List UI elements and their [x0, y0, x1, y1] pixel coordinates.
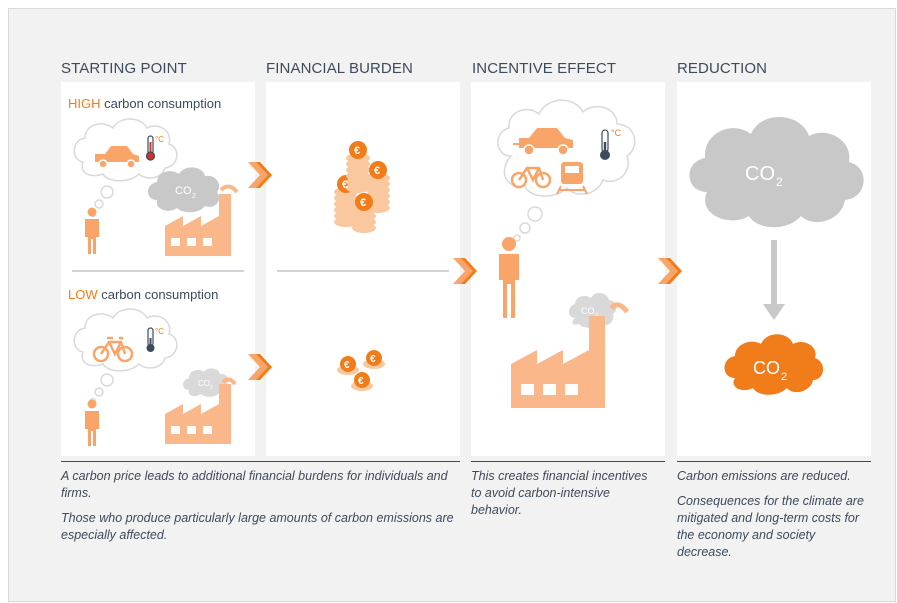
low-prefix: LOW	[68, 287, 98, 302]
co2-sub-orange: 2	[781, 371, 787, 383]
train-icon	[556, 162, 588, 195]
high-rest: carbon consumption	[100, 96, 222, 111]
factory-icon-low	[165, 384, 231, 444]
smoke-icon	[219, 184, 239, 194]
chevron-arrow-icon-high	[248, 162, 272, 188]
euro-glyph-7: €	[358, 376, 364, 387]
description-burden-2: Those who produce particularly large amo…	[61, 511, 454, 542]
reduction-illustration: CO 2 CO 2	[689, 116, 864, 395]
coin-stack-icon-low: € € €	[337, 350, 385, 391]
cloud-icon-orange: CO 2	[724, 334, 824, 395]
high-illustration: °C CO 2	[73, 118, 239, 256]
bicycle-icon-incentive	[510, 166, 552, 189]
thermometer-icon-low: °C	[146, 327, 164, 352]
description-incentive: This creates financial incentives to avo…	[471, 468, 661, 527]
co2-label-small: CO	[198, 379, 210, 388]
cloud-icon: CO 2	[148, 167, 220, 213]
description-incentive-1: This creates financial incentives to avo…	[471, 469, 648, 517]
header-financial-burden: FINANCIAL BURDEN	[266, 60, 413, 77]
euro-glyph-3: €	[374, 165, 380, 177]
co2-label-large: CO	[745, 163, 775, 185]
co2-subscript: 2	[192, 193, 196, 200]
factory-icon	[165, 194, 231, 256]
low-illustration: °C CO 2	[73, 308, 237, 446]
celsius-label-incentive: °C	[611, 128, 622, 138]
smoke-icon-incentive	[609, 302, 630, 314]
divider-burden	[277, 270, 449, 272]
car-icon-incentive	[513, 128, 573, 156]
thermometer-icon: °C	[145, 135, 164, 161]
thermometer-icon-incentive: °C	[600, 128, 622, 160]
baseline-starting-burden	[61, 461, 460, 462]
baseline-reduction	[677, 461, 871, 462]
coin-stack-icon-high: € € € €	[334, 141, 390, 233]
co2-sub-large: 2	[776, 175, 783, 189]
description-reduction-2: Consequences for the climate are mitigat…	[677, 494, 864, 559]
divider-starting	[72, 270, 244, 272]
coins-illustration: € € € € € € €	[334, 141, 390, 391]
person-icon-incentive	[499, 237, 519, 318]
co2-label-incentive: CO	[581, 306, 595, 316]
thought-cloud-low	[73, 308, 178, 405]
person-icon	[85, 207, 99, 254]
co2-sub-small: 2	[210, 385, 213, 391]
person-icon-low	[85, 399, 99, 446]
low-consumption-label: LOW carbon consumption	[68, 287, 218, 302]
header-incentive-effect: INCENTIVE EFFECT	[472, 60, 617, 77]
euro-glyph-2: €	[354, 145, 360, 157]
celsius-label-low: °C	[155, 327, 164, 336]
celsius-label: °C	[155, 135, 164, 144]
chevron-arrow-icon-low	[248, 354, 272, 380]
description-reduction-1: Carbon emissions are reduced.	[677, 469, 851, 483]
low-rest: carbon consumption	[97, 287, 219, 302]
car-icon	[95, 146, 139, 169]
factory-icon-incentive	[511, 316, 605, 408]
chevron-arrow-icon-reduction	[658, 258, 682, 284]
description-reduction: Carbon emissions are reduced. Consequenc…	[677, 468, 867, 569]
high-consumption-label: HIGH carbon consumption	[68, 96, 221, 111]
baseline-incentive	[471, 461, 665, 462]
chevron-arrow-icon-incentive	[453, 258, 477, 284]
cloud-icon-large: CO 2	[689, 116, 864, 228]
down-arrow-icon	[763, 240, 785, 320]
cloud-icon-small: CO 2	[183, 368, 229, 397]
incentive-illustration: °C CO 2	[497, 99, 636, 408]
header-starting-point: STARTING POINT	[61, 60, 187, 77]
euro-glyph-5: €	[344, 360, 350, 371]
description-burden-1: A carbon price leads to additional finan…	[61, 469, 448, 500]
high-prefix: HIGH	[68, 96, 101, 111]
header-reduction: REDUCTION	[677, 60, 768, 77]
smoke-icon-low	[221, 377, 237, 386]
co2-label-orange: CO	[753, 358, 780, 378]
bicycle-icon	[92, 336, 134, 363]
euro-glyph-6: €	[370, 354, 376, 365]
description-burden: A carbon price leads to additional finan…	[61, 468, 461, 552]
co2-label: CO	[175, 185, 192, 197]
euro-glyph-4: €	[360, 197, 366, 209]
euro-glyph-1: €	[342, 179, 348, 191]
